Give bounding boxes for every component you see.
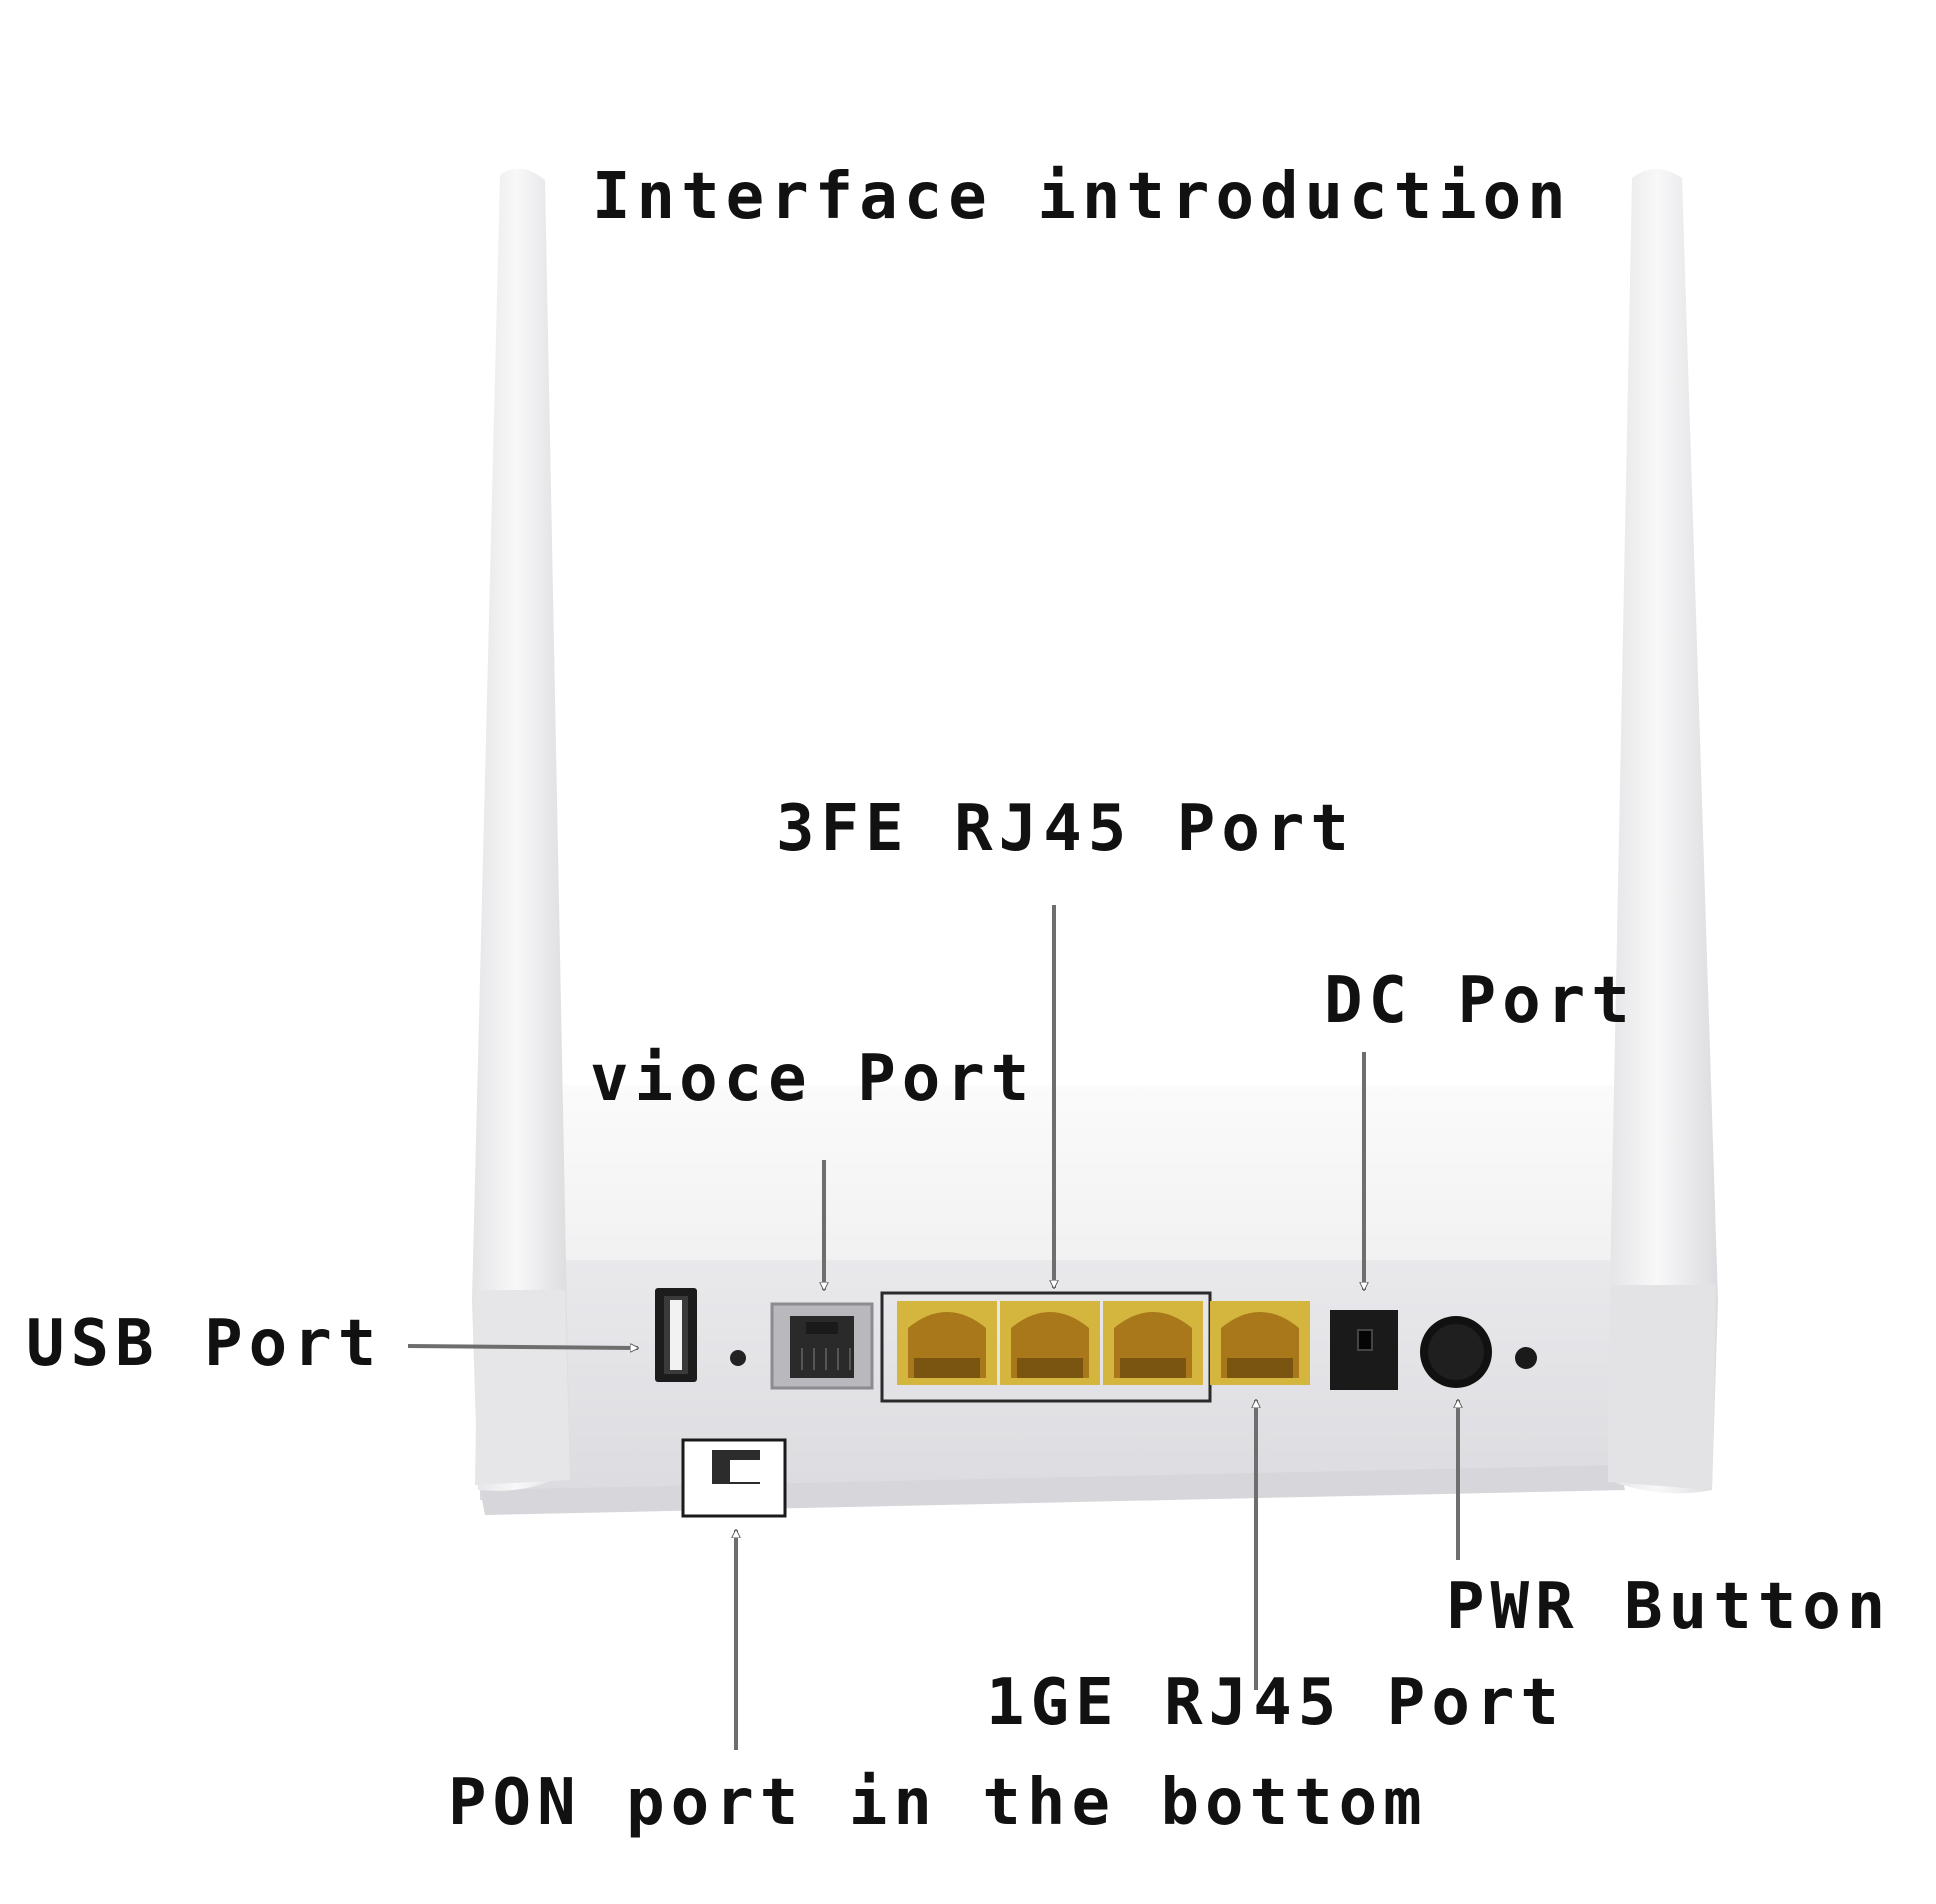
pon-port-label: PON port in the bottom [448,1766,1428,1840]
dc-port-label: DC Port [1324,964,1636,1038]
fe-rj45-port-3 [1103,1301,1203,1385]
router-top-surface [535,1085,1615,1265]
usb-port [655,1288,746,1382]
voice-port-label: vioce Port [590,1042,1035,1116]
voice-port [770,1302,874,1390]
left-antenna [472,168,570,1491]
page-title: Interface introduction [592,160,1572,234]
pon-port [681,1438,787,1518]
fe-rj45-port-2 [1000,1301,1100,1385]
pwr-button-label: PWR Button [1446,1570,1891,1644]
dc-port [1330,1310,1398,1390]
power-button [1420,1316,1537,1388]
ge-port-label: 1GE RJ45 Port [986,1666,1565,1740]
fe-rj45-port-1 [897,1301,997,1385]
usb-arrow [407,1346,638,1348]
usb-port-label: USB Port [26,1307,382,1381]
ge-rj45-port [1210,1301,1310,1385]
fe-port-label: 3FE RJ45 Port [776,792,1355,866]
right-antenna [1608,169,1718,1494]
